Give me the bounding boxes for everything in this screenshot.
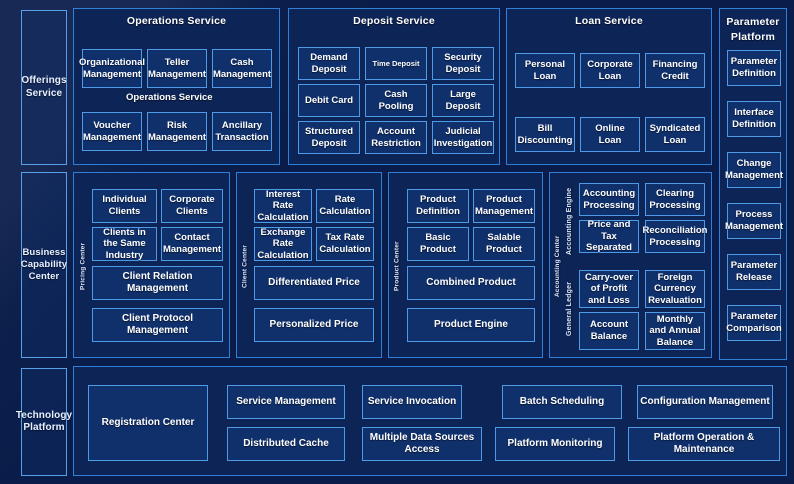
group-client-center[interactable]: Client Center Interest Rate Calculation … (236, 172, 382, 358)
group-loan-service[interactable]: Loan Service Personal Loan Corporate Loa… (506, 8, 712, 165)
vertical-label-product-center: Product Center (393, 241, 401, 291)
cell-clients-in-the-same-industry[interactable]: Clients in the Same Industry (92, 227, 157, 261)
cell-organizational-management[interactable]: Organizational Management (79, 49, 145, 88)
cell-interface-definition[interactable]: Interface Definition (727, 101, 781, 137)
cell-ancillary-transaction[interactable]: Ancillary Transaction (212, 112, 272, 151)
cell-financing-credit[interactable]: Financing Credit (645, 53, 705, 88)
group-title-operations-service: Operations Service (126, 15, 227, 27)
cell-online-loan[interactable]: Online Loan (580, 117, 640, 152)
rail-technology-platform[interactable]: Technology Platform (16, 368, 72, 476)
cell-contact-management[interactable]: Contact Management (161, 227, 223, 261)
cell-accounting-processing[interactable]: Accounting Processing (579, 183, 639, 216)
cell-differentiated-price[interactable]: Differentiated Price (254, 266, 374, 300)
vertical-label-general-ledger: General Ledger (566, 281, 573, 337)
rail-business-capability-center[interactable]: Business Capability Center (21, 172, 67, 358)
cell-registration-center[interactable]: Registration Center (88, 385, 208, 461)
group-technology-platform[interactable]: Registration Center Service Management D… (73, 366, 787, 476)
cell-platform-monitoring[interactable]: Platform Monitoring (495, 427, 615, 461)
rail-label: Offerings Service (21, 75, 67, 99)
parameter-platform-title-line1: Parameter (726, 16, 780, 28)
cell-basic-product[interactable]: Basic Product (407, 227, 469, 261)
cell-platform-operation-maintenance[interactable]: Platform Operation & Maintenance (628, 427, 780, 461)
cell-personal-loan[interactable]: Personal Loan (515, 53, 575, 88)
group-product-center[interactable]: Product Center Product Definition Produc… (388, 172, 543, 358)
cell-individual-clients[interactable]: Individual Clients (92, 189, 157, 223)
cell-service-invocation[interactable]: Service Invocation (362, 385, 462, 419)
cell-debit-card[interactable]: Debit Card (298, 84, 360, 117)
cell-salable-product[interactable]: Salable Product (473, 227, 535, 261)
vertical-label-accounting-engine: Accounting Engine (566, 187, 573, 255)
cell-rate-calculation[interactable]: Rate Calculation (316, 189, 374, 223)
cell-judicial-investigation[interactable]: Judicial Investigation (432, 121, 494, 154)
overlay-label-operations-service: Operations Service (126, 92, 213, 103)
cell-tax-rate-calculation[interactable]: Tax Rate Calculation (316, 227, 374, 261)
cell-parameter-definition[interactable]: Parameter Definition (727, 50, 781, 86)
cell-batch-scheduling[interactable]: Batch Scheduling (502, 385, 622, 419)
vertical-label-client-center: Client Center (241, 244, 249, 288)
cell-structured-deposit[interactable]: Structured Deposit (298, 121, 360, 154)
cell-carry-over-of-profit-and-loss[interactable]: Carry-over of Profit and Loss (579, 270, 639, 308)
cell-service-management[interactable]: Service Management (227, 385, 345, 419)
cell-product-management[interactable]: Product Management (473, 189, 535, 223)
vertical-label-accounting-center: Accounting Center (554, 235, 561, 297)
parameter-platform-title-line2: Platform (730, 31, 776, 43)
group-deposit-service[interactable]: Deposit Service Demand Deposit Time Depo… (288, 8, 500, 165)
cell-reconciliation-processing[interactable]: Reconciliation Processing (643, 220, 707, 253)
cell-corporate-loan[interactable]: Corporate Loan (580, 53, 640, 88)
cell-price-and-tax-separated[interactable]: Price and Tax Separated (579, 219, 639, 253)
cell-foreign-currency-revaluation[interactable]: Foreign Currency Revaluation (645, 270, 705, 308)
cell-client-protocol-management[interactable]: Client Protocol Management (92, 308, 223, 342)
cell-cash-management[interactable]: Cash Management (212, 49, 272, 88)
rail-offerings-service[interactable]: Offerings Service (21, 10, 67, 165)
cell-monthly-and-annual-balance[interactable]: Monthly and Annual Balance (645, 312, 705, 350)
cell-large-deposit[interactable]: Large Deposit (432, 84, 494, 117)
cell-distributed-cache[interactable]: Distributed Cache (227, 427, 345, 461)
cell-parameter-release[interactable]: Parameter Release (727, 254, 781, 290)
cell-account-balance[interactable]: Account Balance (579, 312, 639, 350)
cell-multiple-data-sources-access[interactable]: Multiple Data Sources Access (362, 427, 482, 461)
cell-risk-management[interactable]: Risk Management (147, 112, 207, 151)
group-accounting-center[interactable]: Accounting Center Accounting Engine Gene… (549, 172, 712, 358)
cell-product-definition[interactable]: Product Definition (407, 189, 469, 223)
cell-cash-pooling[interactable]: Cash Pooling (365, 84, 427, 117)
cell-process-management[interactable]: Process Management (725, 203, 783, 239)
cell-personalized-price[interactable]: Personalized Price (254, 308, 374, 342)
cell-voucher-management[interactable]: Voucher Management (82, 112, 142, 151)
cell-interest-rate-calculation[interactable]: Interest Rate Calculation (254, 189, 312, 223)
cell-clearing-processing[interactable]: Clearing Processing (645, 183, 705, 216)
cell-product-engine[interactable]: Product Engine (407, 308, 535, 342)
cell-demand-deposit[interactable]: Demand Deposit (298, 47, 360, 80)
cell-corporate-clients[interactable]: Corporate Clients (161, 189, 223, 223)
cell-account-restriction[interactable]: Account Restriction (365, 121, 427, 154)
cell-configuration-management[interactable]: Configuration Management (637, 385, 773, 419)
group-title-loan-service: Loan Service (575, 15, 643, 27)
cell-exchange-rate-calculation[interactable]: Exchange Rate Calculation (254, 227, 312, 261)
rail-label: Technology Platform (15, 409, 73, 434)
vertical-label-pricing-center: Pricing Center (79, 242, 87, 290)
cell-security-deposit[interactable]: Security Deposit (432, 47, 494, 80)
cell-syndicated-loan[interactable]: Syndicated Loan (645, 117, 705, 152)
cell-client-relation-management[interactable]: Client Relation Management (92, 266, 223, 300)
cell-time-deposit[interactable]: Time Deposit (365, 47, 427, 80)
group-operations-service[interactable]: Operations Service Organizational Manage… (73, 8, 280, 165)
cell-change-management[interactable]: Change Management (725, 152, 783, 188)
cell-combined-product[interactable]: Combined Product (407, 266, 535, 300)
rail-label: Business Capability Center (20, 247, 68, 282)
group-parameter-platform[interactable]: Parameter Platform Parameter Definition … (719, 8, 787, 360)
group-title-deposit-service: Deposit Service (353, 15, 435, 27)
cell-bill-discounting[interactable]: Bill Discounting (515, 117, 575, 152)
cell-parameter-comparison[interactable]: Parameter Comparison (726, 305, 782, 341)
cell-teller-management[interactable]: Teller Management (147, 49, 207, 88)
group-pricing-center[interactable]: Pricing Center Individual Clients Corpor… (73, 172, 230, 358)
